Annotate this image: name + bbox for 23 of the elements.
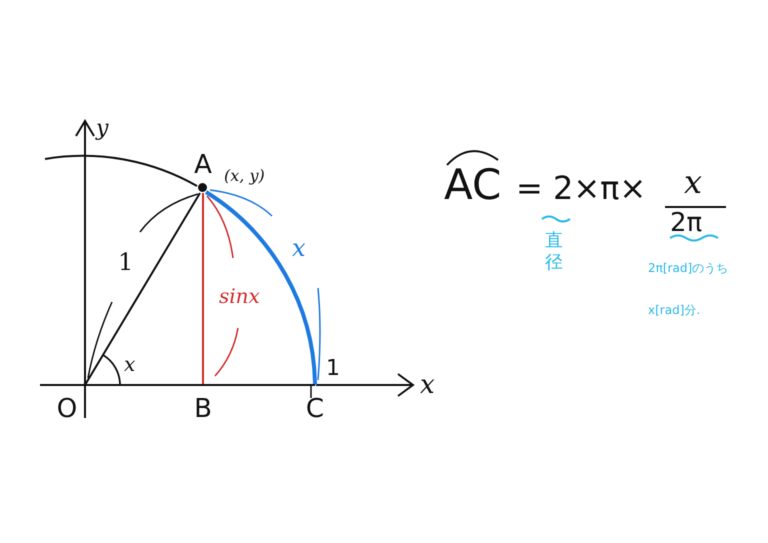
point-label: C — [302, 396, 328, 424]
point-label: A — [190, 152, 216, 193]
formula-text: x — [684, 166, 702, 198]
formula-text: = 2×π× — [516, 172, 646, 204]
edge-label: sinx — [219, 286, 260, 306]
annotation-text: x[rad]分. — [648, 304, 700, 316]
formula-text: AC — [444, 164, 502, 206]
line-segment — [85, 384, 315, 386]
axis-label: y — [96, 118, 108, 140]
formula-text: 2π — [670, 210, 702, 236]
angle-label: x — [124, 354, 136, 374]
annotation-text: 2π[rad]のうち — [648, 262, 728, 274]
coordinate-label: (x, y) — [224, 168, 265, 184]
edge-label: x — [292, 236, 306, 260]
point-label: B — [190, 396, 216, 424]
point-label: O — [55, 396, 79, 424]
edge-label: 1 — [118, 250, 134, 274]
annotation-text: 直径 — [545, 230, 564, 274]
axis-label: x — [420, 372, 435, 398]
length-label: 1 — [326, 358, 340, 380]
line-segment — [84, 192, 201, 386]
arc — [204, 190, 317, 386]
line-segment — [202, 193, 204, 385]
